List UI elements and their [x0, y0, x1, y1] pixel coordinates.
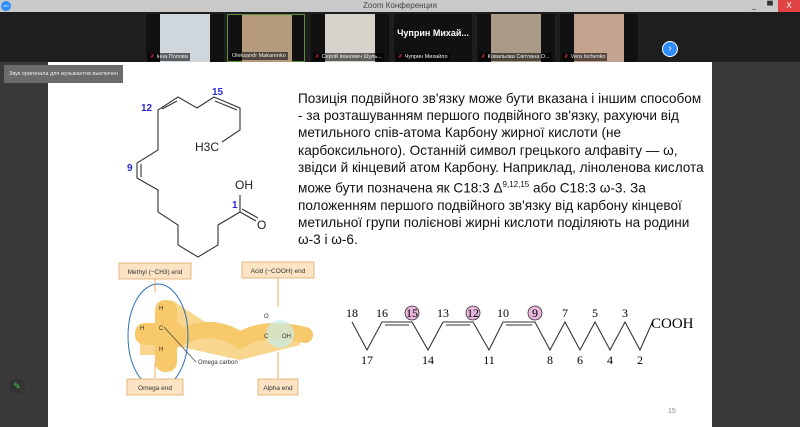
chain-bonds [351, 320, 653, 352]
linolenic-skeletal-structure [136, 96, 259, 258]
mic-muted-icon: ✗ [564, 54, 569, 60]
participant-tile[interactable]: ✗Ковальова Світлана О... [477, 14, 555, 62]
svg-text:C: C [159, 326, 164, 332]
carbon-number: 9 [532, 306, 538, 320]
carbon-number: 10 [497, 306, 509, 320]
carbon-label-1: 1 [232, 200, 238, 211]
carbon-number: 2 [637, 353, 643, 367]
participant-tile[interactable]: ✗Інна Попова [146, 14, 224, 62]
carbon-number: 18 [346, 306, 358, 320]
carbon-number: 5 [592, 306, 598, 320]
zoom-logo-icon: zm [1, 1, 11, 11]
omega-alpha-diagram: H H C H O C OH Omega carbon Methyl (−CH3… [118, 261, 315, 396]
carbon-number: 17 [361, 353, 373, 367]
methyl-end-label: Methyl (−CH3) end [128, 269, 183, 276]
alpha-end-label: Alpha end [263, 385, 293, 392]
slide-paragraph: Позиція подвійного зв'язку може бути вка… [298, 91, 704, 248]
svg-text:OH: OH [282, 334, 291, 340]
svg-text:O: O [264, 314, 269, 320]
participant-tile[interactable]: ✗Vera Ischenko [560, 14, 638, 62]
carbon-number: 13 [437, 306, 449, 320]
acid-end-label: Acid (−COOH) end [251, 268, 306, 275]
carbon-label-15: 15 [212, 87, 224, 98]
participant-name: Oleksandr Makarenko [230, 52, 288, 60]
page-number: 15 [668, 408, 676, 415]
maximize-button[interactable]: ▀ [767, 1, 773, 10]
participant-name: Ковальова Світлана О... [487, 54, 550, 60]
svg-text:H: H [140, 326, 144, 332]
highlight-circle [404, 305, 420, 321]
participant-tile-active[interactable]: Oleksandr Makarenko [227, 14, 305, 63]
participant-display-name: Чуприн Михай... [397, 28, 469, 38]
window-title: Zoom Конференция [363, 1, 437, 10]
carbon-number: 6 [577, 353, 583, 367]
tooltip: Звук оригинала для музыкантов выключен [4, 65, 124, 83]
carbon-number: 4 [607, 353, 613, 367]
methyl-label: H3C [195, 140, 219, 154]
carbon-label-9: 9 [127, 163, 133, 174]
omega-end-label: Omega end [138, 385, 172, 392]
highlight-circle [527, 305, 543, 321]
next-page-button[interactable]: › [662, 41, 678, 57]
carbon-number: 11 [483, 353, 495, 367]
oxygen-label: O [257, 218, 266, 232]
carbon-number: 15 [406, 306, 418, 320]
participant-tile[interactable]: Чуприн Михай... ✗Чуприн Михайло [394, 14, 472, 62]
svg-text:C: C [264, 334, 269, 340]
mic-muted-icon: ✗ [398, 54, 403, 60]
participant-tile[interactable]: ✗Сергій Іванович Шуль... [311, 14, 389, 62]
omega-carbon-label: Omega carbon [198, 360, 238, 366]
participant-name: Сергій Іванович Шуль... [321, 54, 382, 60]
carbon-number: 14 [422, 353, 434, 367]
minimize-button[interactable]: _ [751, 1, 757, 10]
participant-name: Vera Ischenko [570, 54, 606, 60]
hydroxyl-label: OH [235, 178, 253, 192]
cooh-label: COOH [651, 316, 694, 332]
participant-strip: ✗Інна Попова Oleksandr Makarenko ✗Сергій… [0, 12, 800, 63]
close-button[interactable]: X [778, 0, 800, 12]
svg-text:H: H [159, 347, 163, 353]
carbon-number: 7 [562, 306, 568, 320]
carbon-label-12: 12 [141, 103, 153, 114]
mic-muted-icon: ✗ [481, 54, 486, 60]
mic-muted-icon: ✗ [315, 54, 320, 60]
annotate-pencil-icon[interactable]: ✎ [9, 378, 25, 394]
carbon-number: 8 [547, 353, 553, 367]
mic-muted-icon: ✗ [150, 54, 155, 60]
carbon-number: 16 [376, 306, 388, 320]
fatty-acid-chain: 18 16 15 13 12 10 9 7 5 3 17 14 11 8 6 4 2 COOH [346, 305, 694, 367]
carbon-number: 12 [467, 306, 479, 320]
carbon-number: 3 [622, 306, 628, 320]
svg-text:H: H [159, 306, 163, 312]
participant-name: Інна Попова [156, 54, 188, 60]
title-bar: zm Zoom Конференция _ ▀ X [0, 0, 800, 12]
participant-name: Чуприн Михайло [404, 54, 448, 60]
highlight-circle [465, 305, 481, 321]
